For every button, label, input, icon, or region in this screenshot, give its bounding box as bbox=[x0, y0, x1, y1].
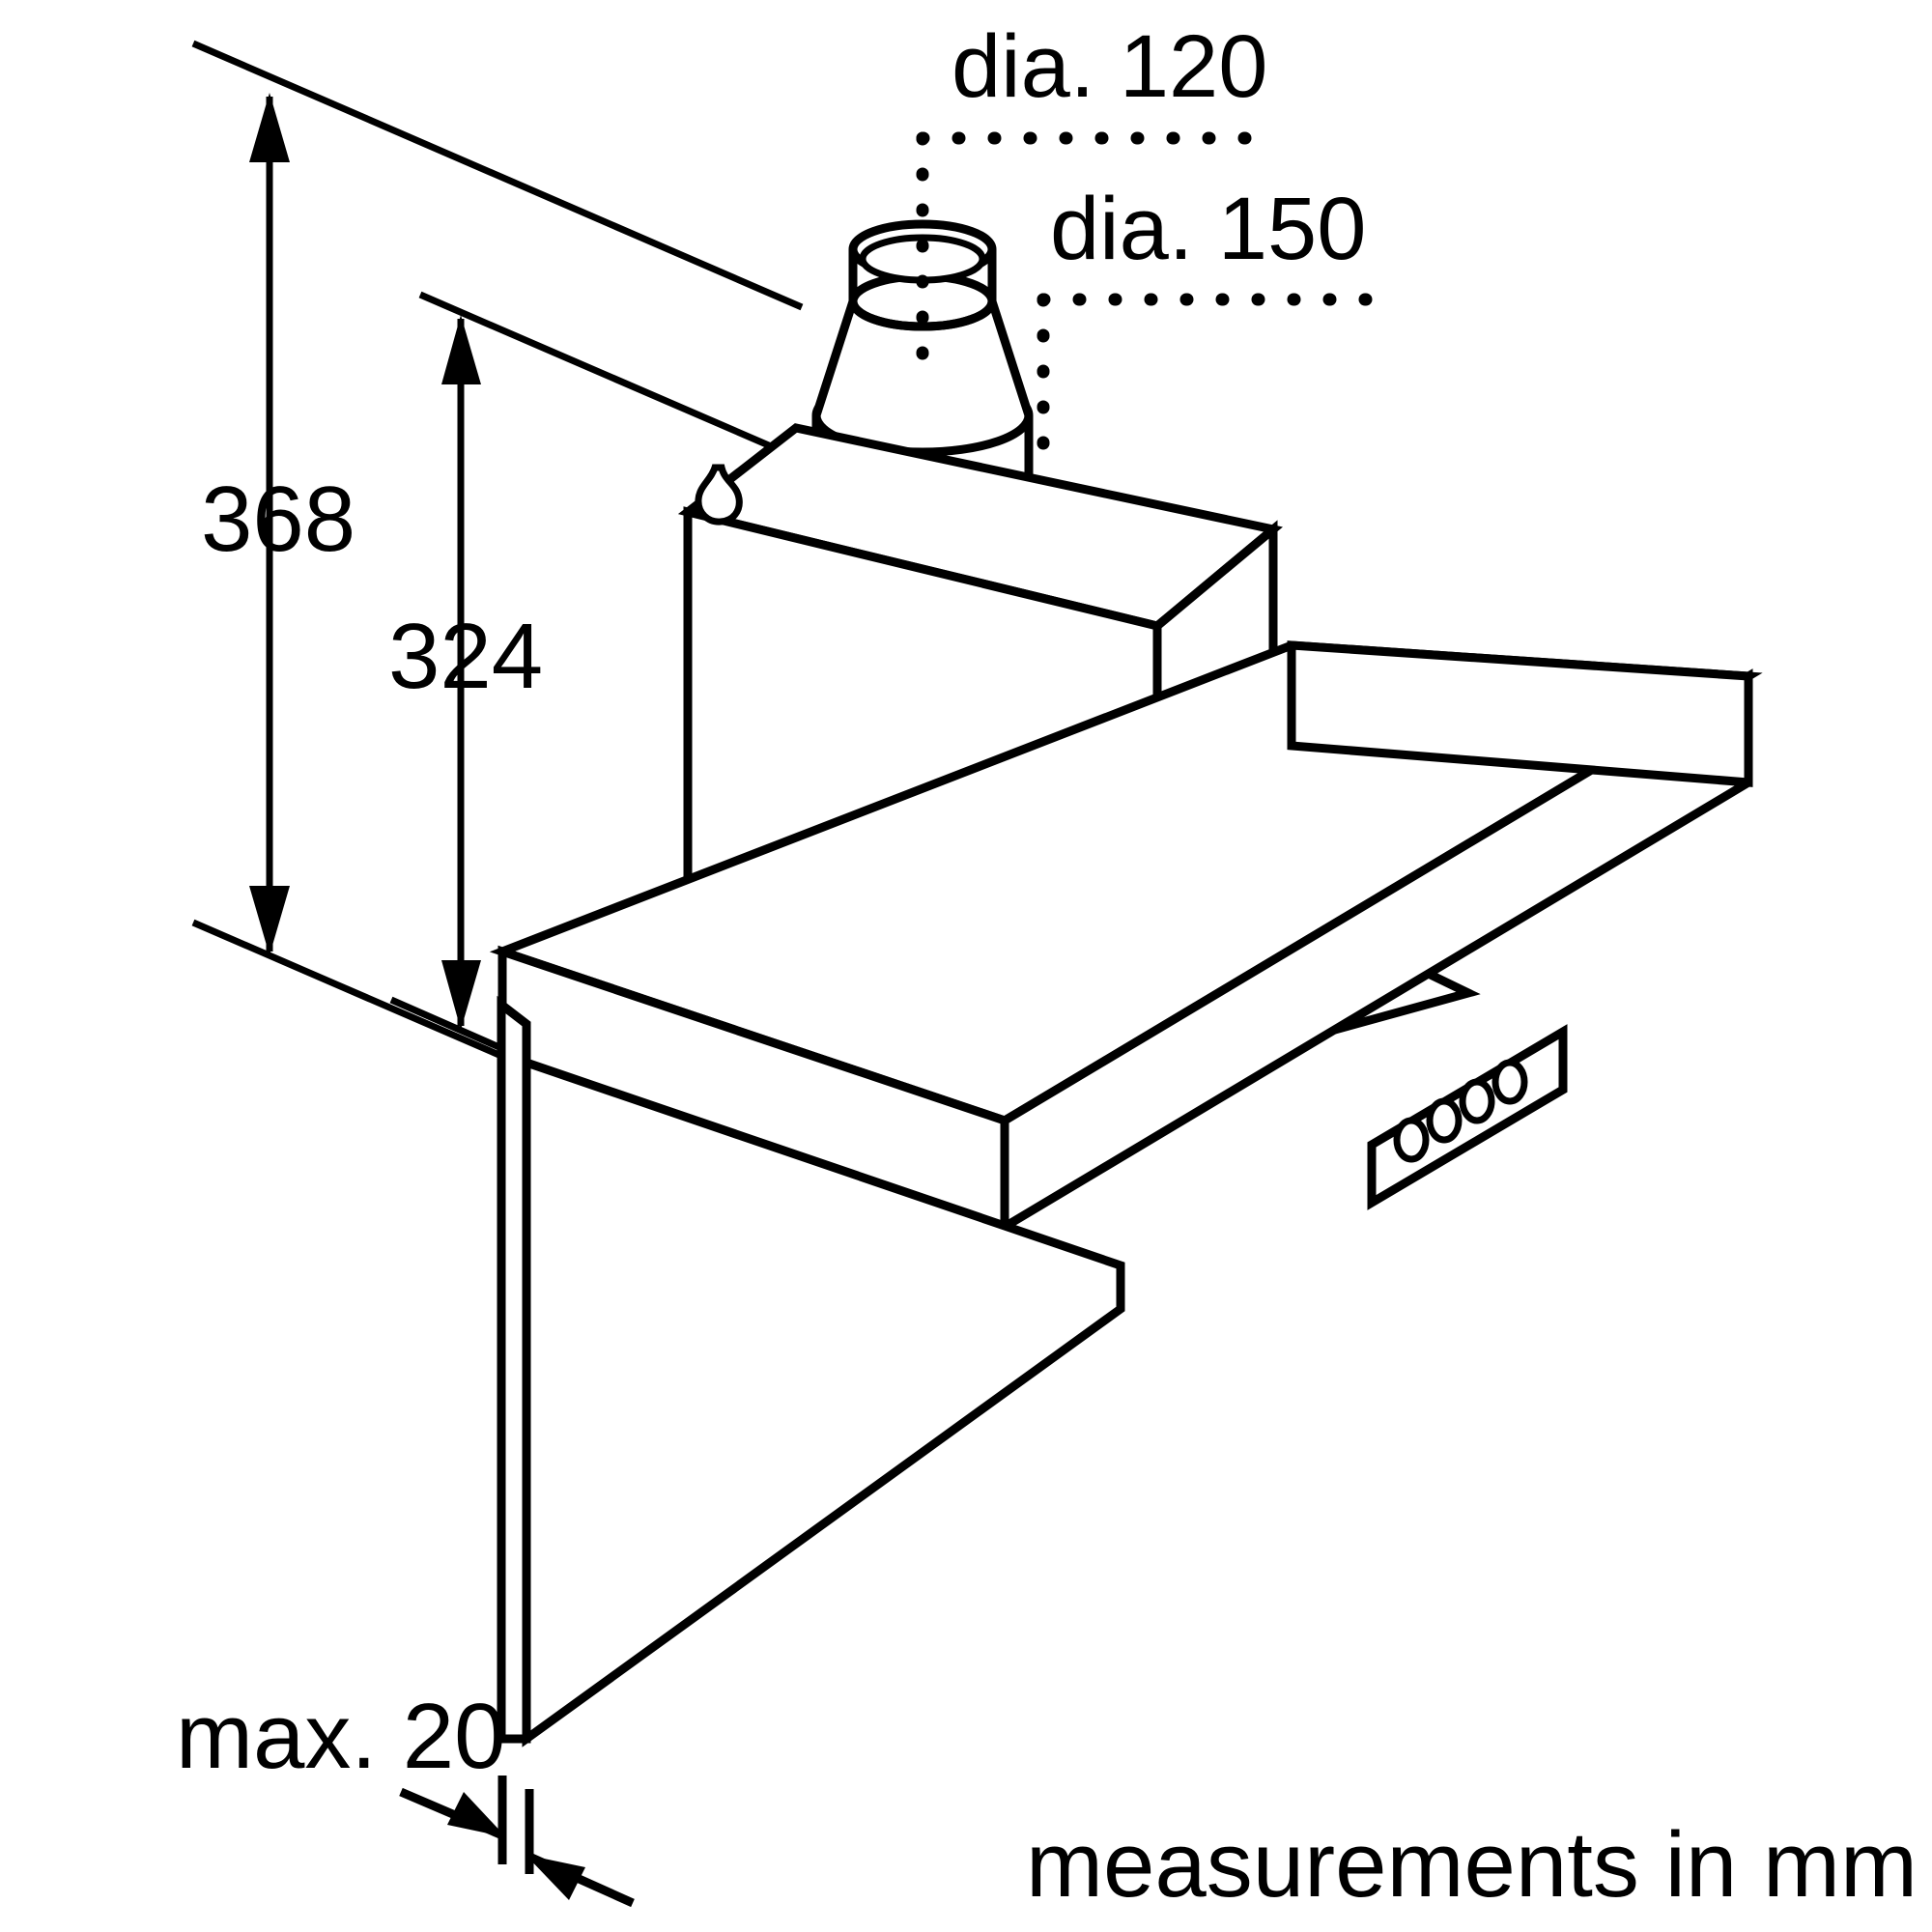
units-note: measurements in mm bbox=[1026, 1813, 1918, 1917]
arrow-right-icon bbox=[447, 1792, 506, 1837]
dimension-label-368: 368 bbox=[201, 468, 355, 571]
dimension-max-20: max. 20 bbox=[176, 1685, 635, 1908]
wall-mounting-plate bbox=[497, 995, 1125, 1747]
leader-dia-150: dia. 150 bbox=[1037, 180, 1378, 451]
arrow-up-icon bbox=[441, 315, 481, 384]
control-button[interactable] bbox=[1426, 1097, 1463, 1144]
control-button[interactable] bbox=[1492, 1059, 1528, 1105]
arrow-down-icon bbox=[249, 886, 290, 955]
control-button[interactable] bbox=[1459, 1078, 1495, 1124]
diameter-label-150: dia. 150 bbox=[1050, 180, 1366, 278]
dimension-368: 368 bbox=[191, 40, 804, 1144]
canopy-right-end-face bbox=[1287, 640, 1753, 787]
arrow-up-icon bbox=[249, 93, 290, 162]
arrow-left-icon bbox=[526, 1855, 585, 1900]
dimension-324: 324 bbox=[388, 291, 809, 1069]
arrow-down-icon bbox=[441, 960, 481, 1030]
extension-line-324-upper bbox=[418, 291, 809, 466]
diameter-label-120: dia. 120 bbox=[952, 17, 1267, 116]
leader-dia-120: dia. 120 bbox=[916, 17, 1267, 384]
extension-line-368-upper bbox=[191, 40, 804, 311]
dimension-label-324: 324 bbox=[388, 605, 543, 708]
flame-icon bbox=[695, 464, 743, 526]
control-button[interactable] bbox=[1393, 1117, 1430, 1163]
dimension-label-max-20: max. 20 bbox=[176, 1685, 505, 1788]
hood-canopy bbox=[489, 640, 1763, 1235]
